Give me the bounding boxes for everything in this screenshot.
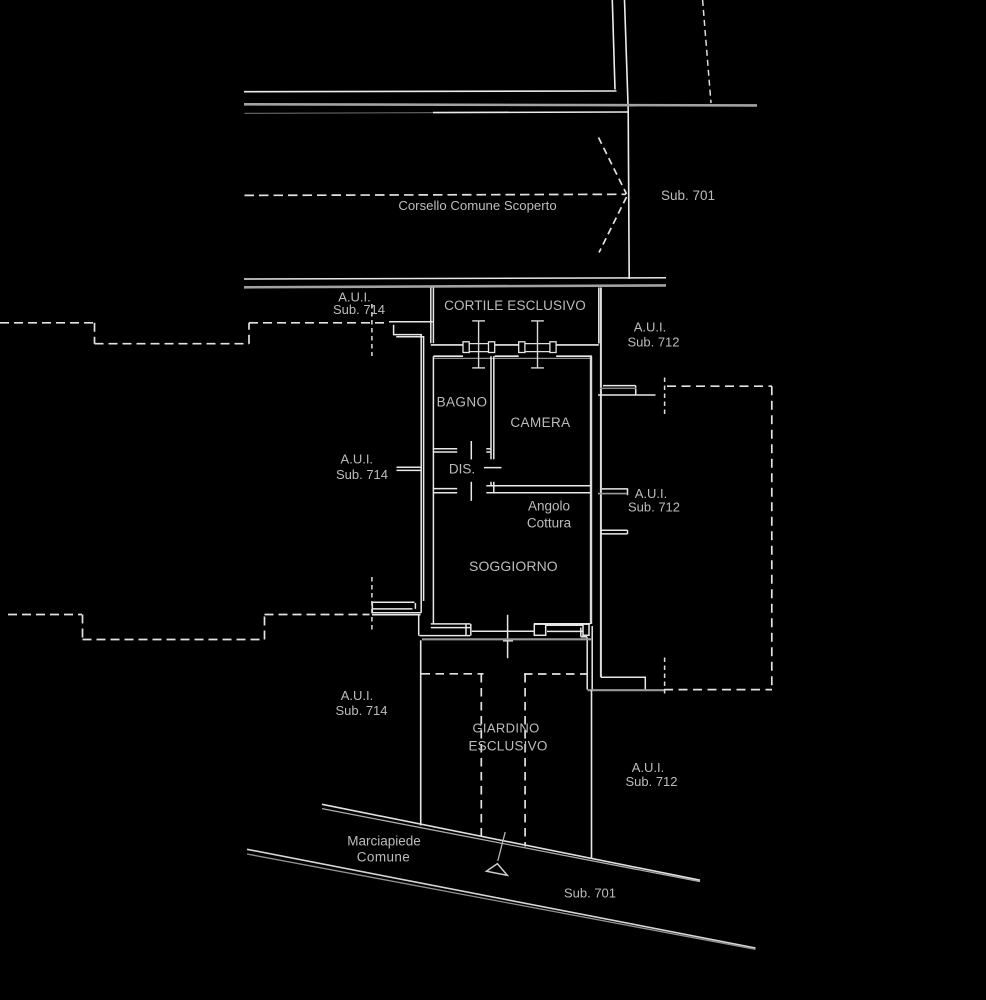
svg-text:Sub. 701: Sub. 701	[661, 188, 715, 203]
svg-text:Cottura: Cottura	[527, 516, 572, 531]
svg-text:CORTILE ESCLUSIVO: CORTILE ESCLUSIVO	[444, 298, 586, 313]
svg-text:DIS.: DIS.	[449, 462, 475, 477]
svg-text:Sub. 701: Sub. 701	[564, 885, 616, 900]
svg-text:Sub. 712: Sub. 712	[625, 774, 677, 789]
svg-text:ESCLUSIVO: ESCLUSIVO	[468, 739, 547, 754]
svg-text:Corsello Comune Scoperto: Corsello Comune Scoperto	[398, 198, 556, 213]
svg-text:Sub. 714: Sub. 714	[335, 703, 387, 718]
svg-text:A.U.I.: A.U.I.	[635, 486, 668, 501]
svg-text:CAMERA: CAMERA	[510, 415, 570, 430]
svg-text:A.U.I.: A.U.I.	[338, 289, 371, 304]
svg-text:GIARDINO: GIARDINO	[472, 721, 539, 736]
svg-text:Sub. 714: Sub. 714	[336, 467, 388, 482]
svg-text:A.U.I.: A.U.I.	[341, 452, 374, 467]
svg-text:Sub. 712: Sub. 712	[628, 500, 680, 515]
svg-text:A.U.I.: A.U.I.	[632, 760, 665, 775]
svg-text:Marciapiede: Marciapiede	[347, 833, 421, 848]
svg-text:A.U.I.: A.U.I.	[341, 688, 374, 703]
svg-text:A.U.I.: A.U.I.	[634, 319, 667, 334]
svg-text:SOGGIORNO: SOGGIORNO	[469, 558, 558, 574]
svg-text:Comune: Comune	[357, 850, 410, 865]
svg-text:Angolo: Angolo	[528, 499, 570, 514]
svg-text:Sub. 712: Sub. 712	[627, 335, 679, 350]
svg-text:BAGNO: BAGNO	[437, 395, 488, 410]
svg-text:Sub. 714: Sub. 714	[333, 302, 385, 317]
